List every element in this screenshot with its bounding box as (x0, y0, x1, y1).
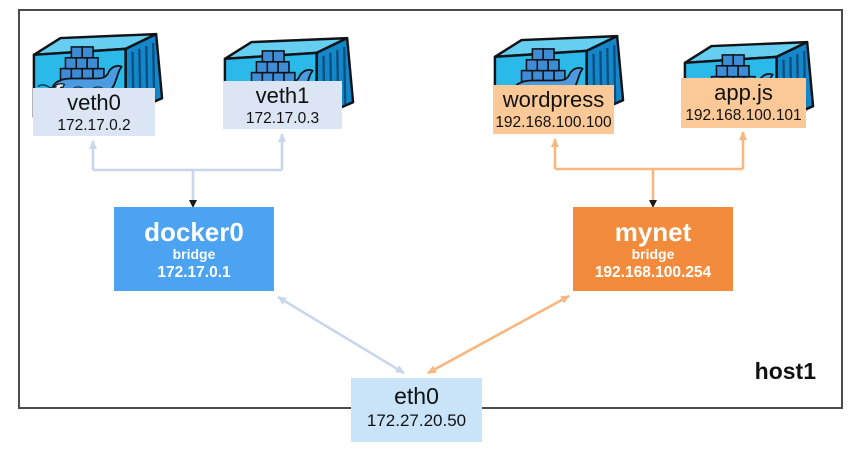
container-ip: 192.168.100.101 (685, 107, 802, 124)
bridge-name: mynet (614, 217, 692, 247)
bridge-type: bridge (631, 246, 675, 262)
interface-ip: 172.27.20.50 (366, 411, 467, 430)
interface-eth0: eth0 172.27.20.50 (351, 378, 482, 442)
container-ip: 192.168.100.100 (495, 114, 612, 131)
interface-name: eth0 (394, 383, 439, 409)
bridge-type: bridge (172, 246, 216, 262)
container-name: veth0 (67, 90, 121, 115)
container-veth0: veth0 172.17.0.2 (33, 88, 155, 136)
container-name: wordpress (502, 87, 605, 112)
container-veth1: veth1 172.17.0.3 (223, 81, 342, 129)
container-name: veth1 (255, 83, 310, 108)
bridge-mynet: mynet bridge 192.168.100.254 (573, 207, 733, 291)
container-wordpress: wordpress 192.168.100.100 (493, 85, 614, 134)
container-name: app.js (714, 80, 773, 105)
container-ip: 172.17.0.3 (245, 110, 320, 127)
bridge-ip: 192.168.100.254 (594, 264, 712, 281)
host-label: host1 (754, 358, 816, 384)
bridge-docker0: docker0 bridge 172.17.0.1 (114, 207, 274, 291)
container-appjs: app.js 192.168.100.101 (681, 78, 806, 128)
bridge-name: docker0 (144, 217, 244, 247)
container-ip: 172.17.0.2 (57, 117, 131, 134)
bridge-ip: 172.17.0.1 (157, 264, 231, 281)
